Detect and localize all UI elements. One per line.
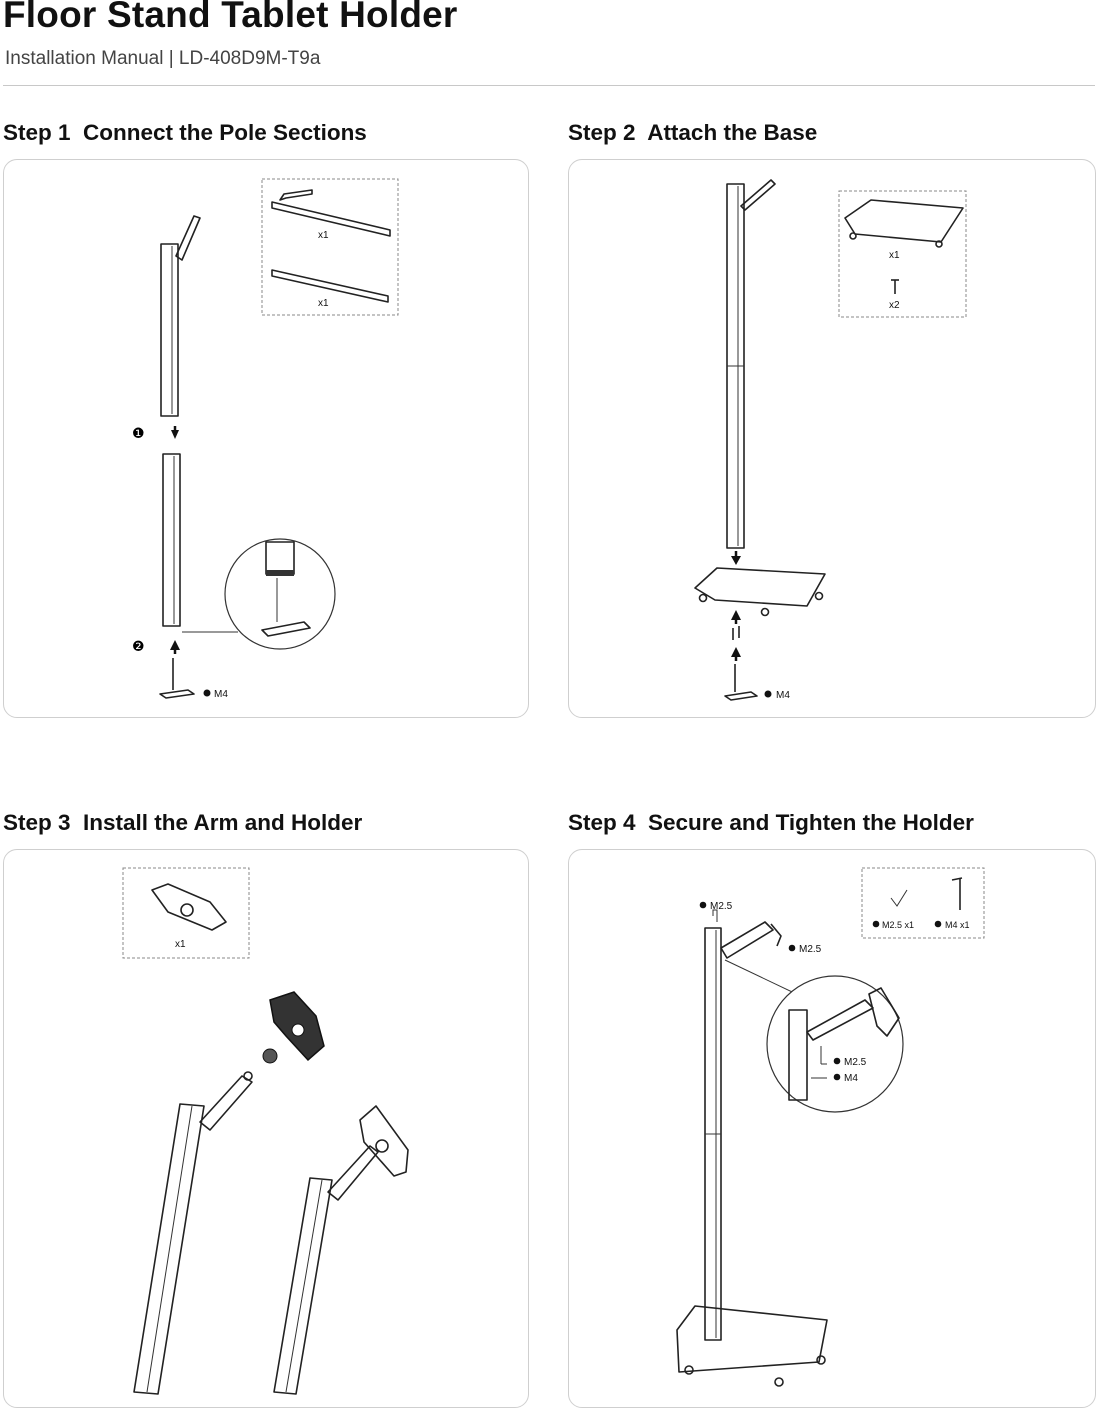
lower-pole-section <box>162 453 181 627</box>
step-4-panel: M2.5 x1 M4 x1 M2.5 M2.5 <box>568 849 1096 1408</box>
part-qty-label: x2 <box>889 300 900 311</box>
marker-one-icon: ❶ <box>132 425 145 441</box>
marker-two-icon: ❷ <box>132 638 145 654</box>
pole-with-arm-part-icon <box>271 189 391 237</box>
part-qty-label: x1 <box>889 250 900 261</box>
step-3-panel: x1 <box>3 849 529 1408</box>
step-1-panel: x1 x1 ❶ ❷ <box>3 159 529 718</box>
step-3-title: Step 3 Install the Arm and Holder <box>3 810 363 835</box>
screw-part-icon <box>891 279 899 294</box>
step-2-parts-box <box>838 190 967 318</box>
step-1-parts-box <box>261 178 399 316</box>
part-qty-label: x1 <box>318 298 329 309</box>
part-qty-label: x1 <box>318 230 329 241</box>
bullet-icon <box>934 920 942 928</box>
tool-label: M2.5 x1 <box>882 920 914 930</box>
page-subtitle: Installation Manual | LD-408D9M-T9a <box>5 48 321 69</box>
screw-size-label: M2.5 <box>844 1057 867 1068</box>
tablet-clamp-exploded <box>262 991 325 1064</box>
pole-section-part-icon <box>271 269 389 303</box>
bullet-icon <box>872 920 880 928</box>
bullet-icon <box>764 690 772 698</box>
bullet-icon <box>203 689 211 697</box>
pole-with-arm-exploded <box>133 1071 253 1395</box>
allen-key-large-icon <box>951 877 963 910</box>
up-arrow-icon <box>731 610 741 620</box>
screw-and-wrench-icon <box>724 664 758 701</box>
part-qty-label: x1 <box>175 939 186 950</box>
step-3-parts-box <box>122 867 250 959</box>
page-title: Floor Stand Tablet Holder <box>3 0 458 35</box>
screw-size-label: M2.5 <box>710 901 733 912</box>
bullet-icon <box>833 1057 841 1065</box>
step-4-tools-box <box>861 867 985 939</box>
bullet-icon <box>833 1073 841 1081</box>
down-arrow-icon <box>171 430 179 439</box>
tool-label: M4 x1 <box>945 920 970 930</box>
header-divider <box>3 85 1095 86</box>
step-4-detail-zoom <box>724 959 904 1113</box>
screw-size-label: M4 <box>844 1073 858 1084</box>
step-1-detail-zoom <box>182 538 336 650</box>
step-1-illustration: x1 x1 ❶ ❷ <box>132 178 399 700</box>
screw-and-wrench-icon <box>159 658 195 699</box>
step-4-illustration: M2.5 x1 M4 x1 M2.5 M2.5 <box>676 867 985 1387</box>
allen-key-icon <box>712 909 718 922</box>
assembled-stand <box>676 921 828 1387</box>
step-1-title: Step 1 Connect the Pole Sections <box>3 120 367 145</box>
down-arrow-icon <box>731 556 741 565</box>
up-arrow-icon <box>170 640 180 650</box>
tablet-clamp-part-icon <box>151 883 227 931</box>
screw-size-label: M2.5 <box>799 944 822 955</box>
bullet-icon <box>788 944 796 952</box>
screws-icon <box>732 626 740 640</box>
step-2-title: Step 2 Attach the Base <box>568 120 818 145</box>
step-3-illustration: x1 <box>122 867 409 1395</box>
base-plate-part-icon <box>844 199 964 248</box>
step-2-panel: x1 x2 <box>568 159 1096 718</box>
screw-size-label: M4 <box>214 689 228 700</box>
pole-with-assembled-holder <box>273 1105 409 1395</box>
step-2-illustration: x1 x2 <box>694 179 967 701</box>
upper-pole-section <box>160 215 201 417</box>
up-arrow-icon <box>731 647 741 657</box>
base-plate <box>694 567 826 617</box>
step-4-title: Step 4 Secure and Tighten the Holder <box>568 810 974 835</box>
assembled-pole <box>726 179 776 549</box>
screw-size-label: M4 <box>776 690 790 701</box>
bullet-icon <box>699 901 707 909</box>
allen-key-small-icon <box>890 889 908 907</box>
